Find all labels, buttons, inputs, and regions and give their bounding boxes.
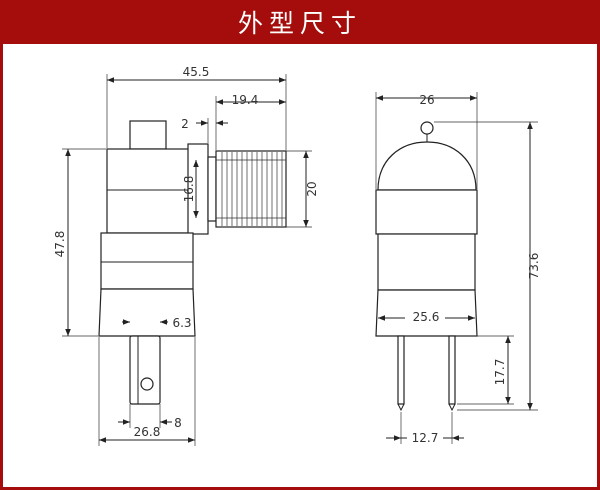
front-pin-right bbox=[448, 335, 456, 405]
side-pin-hole bbox=[140, 377, 154, 391]
side-view: 45.5 19.4 2 16.8 20 47.8 6.3 8 bbox=[53, 65, 319, 446]
dim-gap: 2 bbox=[181, 117, 189, 131]
front-view: 26 73.6 25.6 17.7 12.7 bbox=[375, 92, 541, 445]
dim-pin-width: 8 bbox=[174, 416, 182, 430]
side-threaded-connector bbox=[207, 150, 287, 228]
header-bar: 外型尺寸 bbox=[0, 0, 600, 44]
dim-thread-length: 19.4 bbox=[232, 93, 259, 107]
side-top-button bbox=[129, 120, 167, 150]
dim-height: 47.8 bbox=[53, 231, 67, 258]
dim-base-width: 26.8 bbox=[134, 425, 161, 439]
front-pin-left bbox=[397, 335, 405, 405]
front-top-knob bbox=[420, 121, 434, 135]
side-pin bbox=[129, 335, 161, 405]
front-upper-body bbox=[375, 189, 478, 235]
dim-front-height: 73.6 bbox=[527, 253, 541, 280]
side-lower-body bbox=[100, 232, 194, 290]
dim-thread-inner: 16.8 bbox=[182, 176, 196, 203]
dim-pin-offset: 6.3 bbox=[172, 316, 191, 330]
dim-pin-length: 17.7 bbox=[493, 359, 507, 386]
front-lower-body bbox=[377, 233, 476, 291]
dim-thread-outer: 20 bbox=[305, 181, 319, 196]
dim-front-body-width: 25.6 bbox=[413, 310, 440, 324]
dim-pin-spacing: 12.7 bbox=[412, 431, 439, 445]
dim-front-width: 26 bbox=[419, 93, 434, 107]
dim-overall-width: 45.5 bbox=[183, 65, 210, 79]
page-title: 外型尺寸 bbox=[237, 9, 362, 38]
front-dome bbox=[377, 141, 477, 191]
